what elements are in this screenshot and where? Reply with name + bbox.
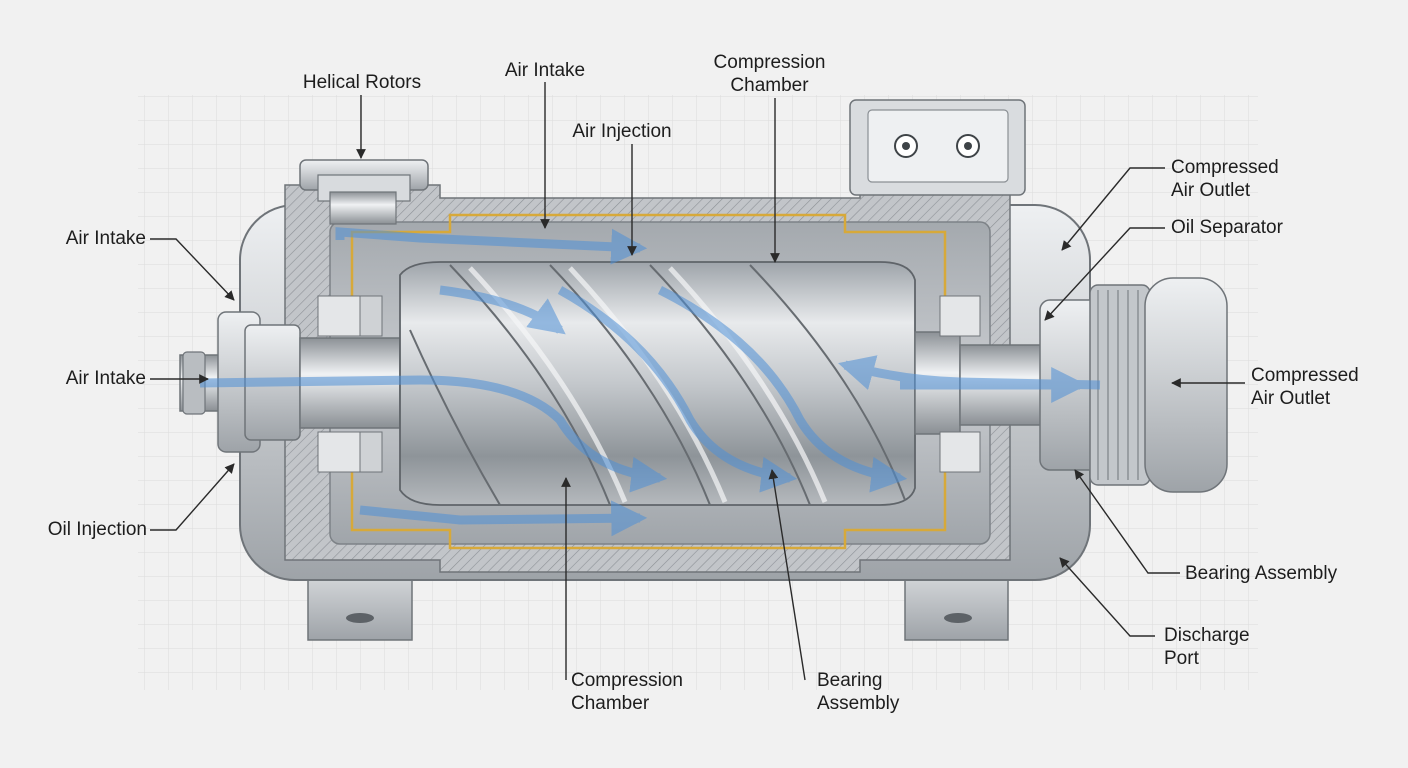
label-air-intake-left-upper: Air Intake xyxy=(65,228,146,249)
airflow-arrows xyxy=(199,227,1101,537)
label-oil-separator: Oil Separator xyxy=(1171,217,1283,238)
label-compression-chamber-top-line1: Compression xyxy=(713,52,826,73)
label-bearing-assembly-bottom-line2: Assembly xyxy=(817,693,900,714)
label-compression-chamber-top: Compression Chamber xyxy=(692,51,847,97)
label-discharge-port: Discharge Port xyxy=(1164,624,1250,670)
label-compression-chamber-bottom-line1: Compression xyxy=(571,670,683,691)
top-fill-cap xyxy=(299,159,429,225)
label-compressed-air-outlet-right: Compressed Air Outlet xyxy=(1251,364,1359,410)
terminal-box xyxy=(849,99,1026,196)
label-air-intake-top: Air Intake xyxy=(504,60,586,81)
label-bearing-assembly-bottom: Bearing Assembly xyxy=(817,669,899,715)
label-helical-rotors: Helical Rotors xyxy=(302,72,422,93)
label-compression-chamber-top-line2: Chamber xyxy=(730,75,809,96)
label-oil-injection: Oil Injection xyxy=(47,519,147,540)
label-compressed-air-outlet-top-line1: Compressed xyxy=(1171,157,1279,178)
label-bearing-assembly-bottom-line1: Bearing xyxy=(817,670,883,691)
label-compressed-air-outlet-right-line1: Compressed xyxy=(1251,365,1359,386)
label-compression-chamber-bottom: Compression Chamber xyxy=(571,669,683,715)
label-discharge-port-line2: Port xyxy=(1164,648,1199,669)
label-air-injection: Air Injection xyxy=(572,121,672,142)
label-compressed-air-outlet-top-line2: Air Outlet xyxy=(1171,180,1251,201)
label-discharge-port-line1: Discharge xyxy=(1164,625,1250,646)
label-compressed-air-outlet-right-line2: Air Outlet xyxy=(1251,388,1331,409)
label-compressed-air-outlet-top: Compressed Air Outlet xyxy=(1171,156,1279,202)
left-bearings xyxy=(317,295,383,473)
label-compression-chamber-bottom-line2: Chamber xyxy=(571,693,650,714)
leader-lines xyxy=(150,82,1245,681)
label-bearing-assembly-right: Bearing Assembly xyxy=(1185,563,1338,584)
label-air-intake-left-lower: Air Intake xyxy=(65,368,146,389)
